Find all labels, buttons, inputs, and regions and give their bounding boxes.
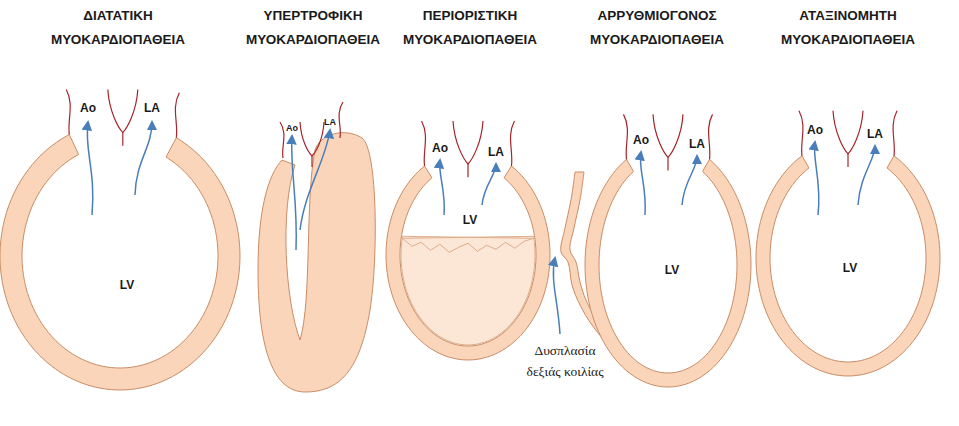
- valve-leaflet: [511, 121, 515, 166]
- valve-leaflet: [311, 156, 312, 167]
- valve-leaflet: [300, 122, 324, 156]
- valve-leaflet: [893, 111, 897, 156]
- chamber-label: LA: [488, 145, 504, 159]
- ventricle-wall: [386, 166, 550, 360]
- ventricle-wall: [0, 135, 240, 390]
- valve-leaflet: [709, 114, 713, 159]
- valve-leaflet: [453, 121, 483, 164]
- flow-arrow: [135, 122, 152, 195]
- infiltration-region: [401, 236, 535, 345]
- chamber-label: Ao: [807, 123, 823, 137]
- flow-arrow: [87, 122, 93, 215]
- cardiomyopathy-title: ΑΤΑΞΙΝΟΜΗΤΗ ΜΥΟΚΑΡΔΙΟΠΑΘΕΙΑ: [771, 4, 925, 52]
- valve-leaflet: [66, 90, 70, 135]
- valve-leaflet: [108, 90, 138, 133]
- valve-leaflet: [799, 111, 803, 156]
- chamber-label: LA: [689, 137, 705, 151]
- valve-leaflet: [467, 164, 468, 177]
- chamber-label: Ao: [633, 133, 649, 147]
- flow-arrow: [482, 164, 496, 205]
- leader-arrow: [553, 258, 560, 334]
- valve-leaflet: [667, 157, 668, 170]
- valve-leaflet: [653, 114, 683, 157]
- valve-leaflet: [847, 154, 848, 167]
- valve-leaflet: [280, 122, 284, 158]
- chamber-label: Ao: [432, 141, 448, 155]
- flow-arrow: [814, 142, 819, 215]
- chamber-label: LV: [665, 263, 679, 277]
- cardiomyopathy-title: ΑΡΡΥΘΜΙΟΓΟΝΟΣ ΜΥΟΚΑΡΔΙΟΠΑΘΕΙΑ: [580, 4, 734, 52]
- valve-leaflet: [339, 102, 343, 138]
- valve-leaflet: [624, 114, 628, 159]
- chamber-label: Ao: [80, 101, 96, 115]
- cardiomyopathy-title: ΔΙΑΤΑΤΙΚΗ ΜΥΟΚΑΡΔΙΟΠΑΘΕΙΑ: [41, 4, 195, 52]
- chamber-label: LA: [324, 117, 336, 128]
- flow-arrow: [682, 156, 697, 205]
- cardiomyopathy-title: ΥΠΕΡΤΡΟΦΙΚΗ ΜΥΟΚΑΡΔΙΟΠΑΘΕΙΑ: [236, 4, 390, 52]
- callout-label: Δυσπλασία δεξιάς κοιλίας: [517, 340, 613, 382]
- flow-arrow: [292, 136, 297, 250]
- flow-arrow: [300, 130, 330, 230]
- flow-arrow: [440, 160, 445, 215]
- valve-leaflet: [175, 93, 179, 138]
- valve-leaflet: [122, 133, 123, 146]
- flow-arrow: [640, 152, 645, 215]
- cardiomyopathy-title: ΠΕΡΙΟΡΙΣΤΙΚΗ ΜΥΟΚΑΡΔΙΟΠΑΘΕΙΑ: [393, 4, 547, 52]
- valve-leaflet: [422, 121, 426, 166]
- flow-arrow: [858, 146, 875, 205]
- valve-leaflet: [833, 111, 863, 154]
- ventricle-wall: [756, 156, 940, 376]
- chamber-label: Ao: [286, 123, 298, 134]
- chamber-label: LV: [463, 213, 477, 227]
- chamber-label: LA: [867, 127, 883, 141]
- ventricle-wall: [585, 159, 751, 387]
- chamber-label: LV: [120, 278, 134, 292]
- chamber-label: LV: [843, 261, 857, 275]
- chamber-label: LA: [144, 101, 160, 115]
